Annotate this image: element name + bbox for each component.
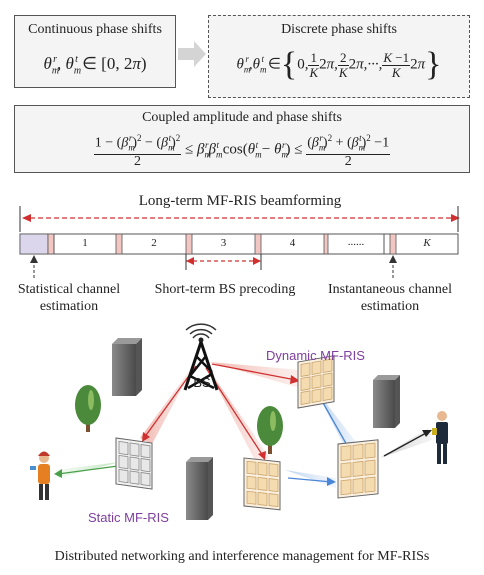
user-right (432, 411, 448, 464)
building-1 (112, 338, 142, 396)
coupled-phase-box: Coupled amplitude and phase shifts 1 − (… (14, 105, 470, 173)
dynamic-ris-panel (297, 355, 335, 409)
continuous-phase-title: Continuous phase shifts (28, 22, 162, 37)
long-term-label: Long-term MF-RIS beamforming (138, 193, 342, 209)
continuous-phase-formula: θmr, θmt ∈ [0, 2π) (43, 54, 147, 77)
slot-ellipsis: ...... (347, 236, 365, 248)
building-3 (373, 375, 400, 428)
slot-k: K (423, 237, 431, 249)
statistical-slot (19, 233, 49, 255)
phase-shift-arrow (178, 41, 206, 67)
tree-1 (75, 385, 101, 432)
statistical-estimation-label-1: Statistical channel (17, 282, 121, 297)
bs-tower (183, 323, 219, 391)
short-term-label: Short-term BS precoding (154, 282, 296, 297)
static-ris-panel (115, 437, 153, 490)
building-2 (186, 457, 213, 520)
tree-2 (257, 406, 283, 454)
caption: Distributed networking and interference … (54, 549, 430, 564)
coupled-phase-title: Coupled amplitude and phase shifts (142, 110, 342, 125)
user-left (30, 451, 50, 500)
right-ris-panel (337, 439, 379, 499)
dynamic-ris-label: Dynamic MF-RIS (266, 348, 365, 363)
lower-ris-panel (243, 457, 281, 511)
slot-2: 2 (151, 237, 157, 249)
slot-4: 4 (289, 237, 296, 249)
discrete-phase-title: Discrete phase shifts (281, 22, 397, 37)
bs-label: BS (193, 375, 211, 390)
static-ris-label: Static MF-RIS (88, 510, 169, 525)
slot-3: 3 (220, 237, 227, 249)
instantaneous-estimation-label-1: Instantaneous channel (327, 282, 452, 297)
statistical-estimation-label-2: estimation (39, 299, 99, 314)
network-illustration (30, 323, 448, 520)
slot-1: 1 (82, 237, 88, 249)
instantaneous-estimation-label-2: estimation (360, 299, 420, 314)
continuous-phase-box: Continuous phase shifts θmr, θmt ∈ [0, 2… (14, 15, 176, 88)
timeline-diagram (19, 206, 460, 278)
